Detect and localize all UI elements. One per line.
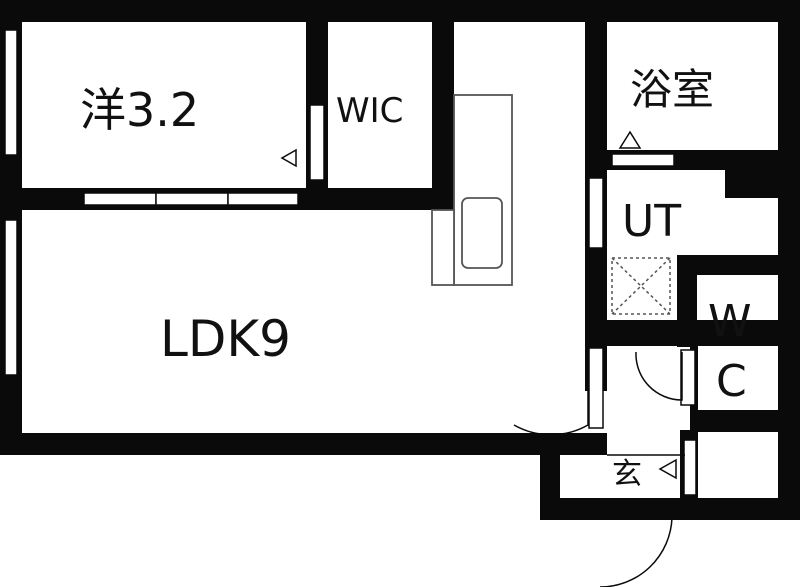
- utility-label: UT: [622, 196, 681, 247]
- wall-ldk-right: [585, 0, 607, 346]
- door-swings: [513, 346, 683, 587]
- wall-ut-notch: [725, 150, 800, 198]
- kitchen-sink: [461, 197, 503, 269]
- wall-entrance-left: [540, 433, 560, 520]
- wc-door: [680, 349, 696, 406]
- washer-box: [611, 257, 671, 315]
- closet-door-2: [155, 192, 229, 206]
- closet-door-1: [83, 192, 157, 206]
- closet-door-3: [227, 192, 299, 206]
- wall-bottom-right: [540, 498, 800, 520]
- toilet-label-c: C: [716, 356, 747, 407]
- wall-wc-bottom: [690, 410, 800, 432]
- wall-right: [778, 0, 800, 520]
- kitchen: [431, 94, 513, 286]
- wic-label: WIC: [336, 91, 403, 131]
- entrance-opening: [683, 439, 697, 496]
- toilet-label-w: W: [708, 296, 752, 347]
- wall-top: [0, 0, 800, 22]
- wc-door-swing: [635, 351, 683, 401]
- partition-openings: [309, 104, 697, 496]
- corridor-door-swing: [513, 346, 589, 436]
- ut-door: [588, 177, 604, 249]
- wic-door: [309, 104, 325, 181]
- window-western-left: [4, 29, 18, 156]
- washer-cross-1: [611, 257, 671, 315]
- western-room-label: 洋3.2: [80, 83, 199, 137]
- entrance-marker: [658, 458, 677, 480]
- western-door-marker: [280, 148, 297, 168]
- bath-door: [611, 153, 675, 167]
- windows: [4, 29, 18, 376]
- bath-door-marker: [618, 130, 642, 149]
- washer-space: [611, 257, 671, 315]
- ldk-label: LDK9: [160, 310, 291, 368]
- wall-wic-right: [432, 0, 454, 210]
- entrance-label: 玄: [612, 457, 642, 492]
- wall-wc-left: [677, 255, 697, 347]
- corridor-door: [588, 347, 604, 429]
- markers: [280, 130, 677, 480]
- entrance-door-swing: [600, 517, 673, 587]
- bathroom-label: 浴室: [630, 65, 714, 114]
- wall-ut-right: [677, 255, 778, 275]
- washer-cross-2: [611, 257, 671, 315]
- kitchen-counter-lower: [431, 209, 455, 286]
- closet-doors: [83, 192, 299, 206]
- wall-entrance-top: [585, 433, 607, 455]
- window-ldk-left: [4, 219, 18, 376]
- wall-ldk-bottom: [0, 433, 600, 455]
